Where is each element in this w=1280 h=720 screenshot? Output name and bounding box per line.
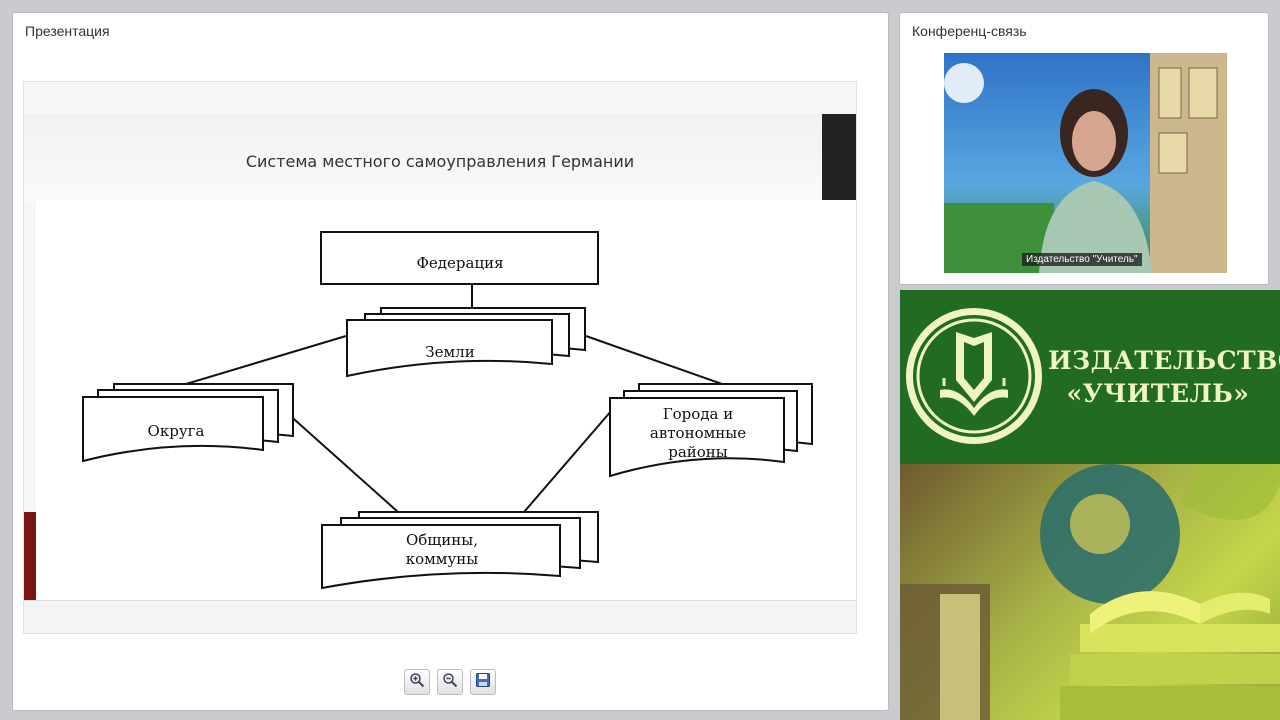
org-diagram-svg: Федерация Земли Округа Города и автономн…: [82, 231, 813, 590]
connector-lands-cities: [585, 335, 723, 385]
connector-lands-districts: [185, 335, 347, 385]
conference-panel: Конференц-связь Издательство "Учитель": [899, 12, 1269, 285]
zoom-out-button[interactable]: [437, 669, 463, 695]
zoom-out-icon: [442, 672, 458, 693]
zoom-in-icon: [409, 672, 425, 693]
node-federation-label: Федерация: [416, 254, 503, 272]
node-communities-box: [321, 524, 561, 590]
node-federation-box: [320, 231, 599, 285]
slide-title: Система местного самоуправления Германии: [245, 152, 635, 171]
slide-left-strip: [24, 512, 36, 602]
slide-viewport[interactable]: Система местного самоуправления Германии: [23, 81, 857, 634]
brand-banner-top: ИЗДАТЕЛЬСТВО «УЧИТЕЛЬ»: [900, 290, 1280, 464]
node-communities-label-line1: Общины,: [406, 531, 478, 549]
slide-footer: [24, 600, 856, 633]
participant-name-label: Издательство "Учитель": [1022, 253, 1142, 266]
brand-banner-photo: [900, 464, 1280, 720]
presentation-panel-title: Презентация: [25, 23, 110, 39]
conference-panel-title: Конференц-связь: [912, 23, 1027, 39]
node-lands-box: [346, 319, 553, 378]
org-diagram: Федерация Земли Округа Города и автономн…: [36, 200, 856, 602]
zoom-in-button[interactable]: [404, 669, 430, 695]
save-button[interactable]: [470, 669, 496, 695]
presentation-panel: Презентация Система местного самоуправле…: [12, 12, 889, 711]
participant-video[interactable]: Издательство "Учитель": [944, 53, 1227, 273]
node-communities-label-line2: коммуны: [406, 550, 479, 568]
books-globe-illustration: [900, 464, 1280, 720]
brand-name-line2: «УЧИТЕЛЬ»: [1066, 379, 1250, 408]
slide-header-dark-edge: [822, 114, 856, 200]
connector-cities-communities: [523, 409, 613, 513]
node-cities-box: [609, 397, 785, 478]
slide-header: [24, 114, 856, 202]
node-cities-label-line2: автономные: [650, 424, 746, 442]
node-cities-label-line3: районы: [668, 443, 728, 461]
video-frame: [944, 53, 1227, 273]
node-lands-label: Земли: [425, 343, 474, 361]
brand-banner: ИЗДАТЕЛЬСТВО «УЧИТЕЛЬ»: [900, 290, 1280, 720]
connector-districts-communities: [285, 411, 399, 513]
node-districts-box: [82, 396, 264, 463]
brand-name-line1: ИЗДАТЕЛЬСТВО: [1048, 346, 1280, 375]
node-cities-label-line1: Города и: [663, 405, 734, 423]
node-districts-label: Округа: [148, 422, 205, 440]
floppy-disk-icon: [475, 672, 491, 693]
